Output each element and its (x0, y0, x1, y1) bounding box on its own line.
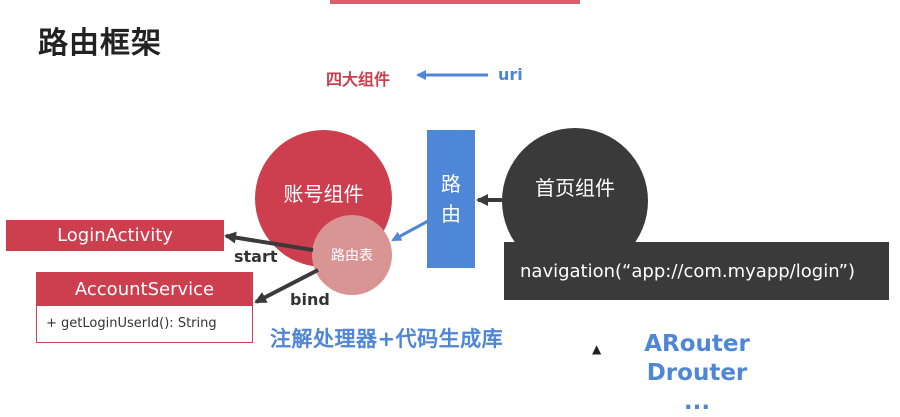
impl-drouter: Drouter (646, 360, 748, 386)
impl-arouter: ARouter (644, 331, 750, 357)
account-component-label: 账号组件 (283, 182, 364, 206)
router-char-1: 路 (441, 172, 461, 196)
uri-label: uri (498, 65, 523, 84)
router-char-2: 由 (441, 202, 461, 226)
arrow-bind (254, 268, 319, 304)
arrow-router-to-table (391, 218, 431, 242)
bind-edge-label: bind (290, 290, 330, 309)
navigation-call-box: navigation(“app://com.myapp/login”) (504, 242, 889, 300)
mouse-cursor-icon: ▲ (592, 342, 602, 356)
route-table-node: 路由表 (312, 215, 392, 295)
navigation-call-text: navigation(“app://com.myapp/login”) (520, 260, 855, 282)
annotation-processor-label: 注解处理器+代码生成库 (270, 327, 504, 351)
page-title: 路由框架 (38, 26, 162, 61)
start-edge-label: start (234, 247, 278, 266)
route-table-label: 路由表 (331, 248, 373, 264)
account-service-method: + getLoginUserId(): String (46, 316, 217, 331)
account-service-header: AccountService (37, 273, 252, 306)
four-components-label: 四大组件 (326, 70, 391, 89)
login-activity-label: LoginActivity (57, 225, 173, 246)
top-cut-banner (330, 0, 580, 4)
implementations-list: ARouter Drouter ... (642, 330, 752, 417)
login-activity-box: LoginActivity (6, 220, 224, 251)
home-component-label: 首页组件 (535, 175, 615, 200)
account-service-name: AccountService (74, 279, 215, 300)
arrow-start (224, 231, 314, 252)
account-service-box: AccountService + getLoginUserId(): Strin… (36, 272, 253, 343)
router-node: 路 由 (427, 130, 475, 268)
